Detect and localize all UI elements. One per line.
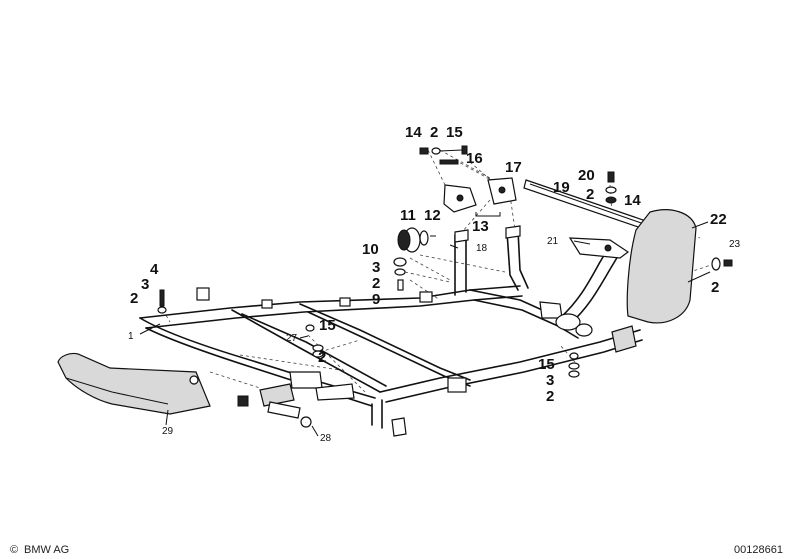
callout-labels: 14 2 15 16 17 13 20 19 2 14 22 11 12 18 … [128, 124, 741, 444]
frame-brackets [196, 287, 637, 437]
main-frame [139, 229, 643, 429]
callout-17: 17 [505, 159, 522, 176]
callout-16: 16 [466, 150, 483, 167]
callout-27: 27 [286, 333, 298, 344]
callout-2: 2 [430, 124, 438, 141]
callout-29: 29 [162, 426, 174, 437]
callout-3: 3 [141, 276, 149, 293]
callout-2: 2 [586, 186, 594, 203]
callout-22: 22 [710, 211, 727, 228]
callout-10: 10 [362, 241, 379, 258]
callout-1: 1 [128, 331, 134, 342]
callout-4: 4 [150, 261, 159, 278]
callout-2: 2 [318, 349, 326, 366]
callout-23: 23 [729, 239, 741, 250]
steering-assembly [555, 237, 630, 337]
foot-plate [57, 352, 211, 415]
callout-19: 19 [553, 179, 570, 196]
callout-15: 15 [319, 317, 336, 334]
callout-12: 12 [424, 207, 441, 224]
callout-28: 28 [320, 433, 332, 444]
brand-label: BMW AG [24, 544, 69, 556]
copyright-symbol: © [10, 544, 18, 556]
callout-2: 2 [546, 388, 554, 405]
callout-15: 15 [446, 124, 463, 141]
callout-3: 3 [546, 372, 554, 389]
callout-2: 2 [372, 275, 380, 292]
callout-20: 20 [578, 167, 595, 184]
callout-18: 18 [476, 243, 488, 254]
callout-15: 15 [538, 356, 555, 373]
callout-leaders [139, 221, 711, 437]
callout-9: 9 [372, 291, 380, 308]
callout-14: 14 [624, 192, 641, 209]
callout-2: 2 [130, 290, 138, 307]
top-fasteners [157, 145, 733, 378]
side-panel [626, 209, 697, 324]
callout-21: 21 [547, 236, 559, 247]
assembly-lines [99, 149, 721, 393]
callout-11: 11 [400, 207, 416, 224]
callout-14: 14 [405, 124, 422, 141]
diagram-code: 00128661 [734, 544, 783, 556]
callout-13: 13 [472, 218, 489, 235]
footer: © BMW AG 00128661 [10, 544, 783, 556]
callout-2: 2 [711, 279, 719, 296]
callout-3: 3 [372, 259, 380, 276]
engine-mount-bracket [443, 177, 521, 243]
